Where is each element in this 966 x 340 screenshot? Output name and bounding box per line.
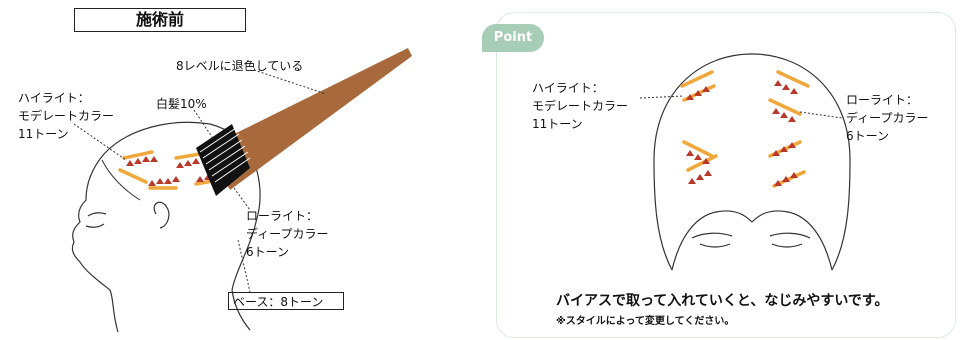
note-text: ※スタイルによって変更してください。 xyxy=(556,316,735,327)
leader-lines-right xyxy=(639,95,843,119)
point-panel xyxy=(496,12,956,338)
gray-hair-label: 白髪10% xyxy=(156,97,207,111)
point-tab: Point xyxy=(482,24,544,52)
brush-icon xyxy=(196,48,412,196)
base-tone-box: ベース：8トーン xyxy=(228,292,344,310)
lowlight-marks-front xyxy=(686,80,798,186)
head-front-icon xyxy=(653,53,851,271)
main-message: バイアスで取って入れていくと、なじみやすいです。 xyxy=(556,293,889,309)
faded-label: 8レベルに退色している xyxy=(176,59,304,73)
panel-title: 施術前 xyxy=(74,8,246,32)
leader-lines-left xyxy=(73,69,327,293)
lowlight-marks xyxy=(126,156,212,186)
